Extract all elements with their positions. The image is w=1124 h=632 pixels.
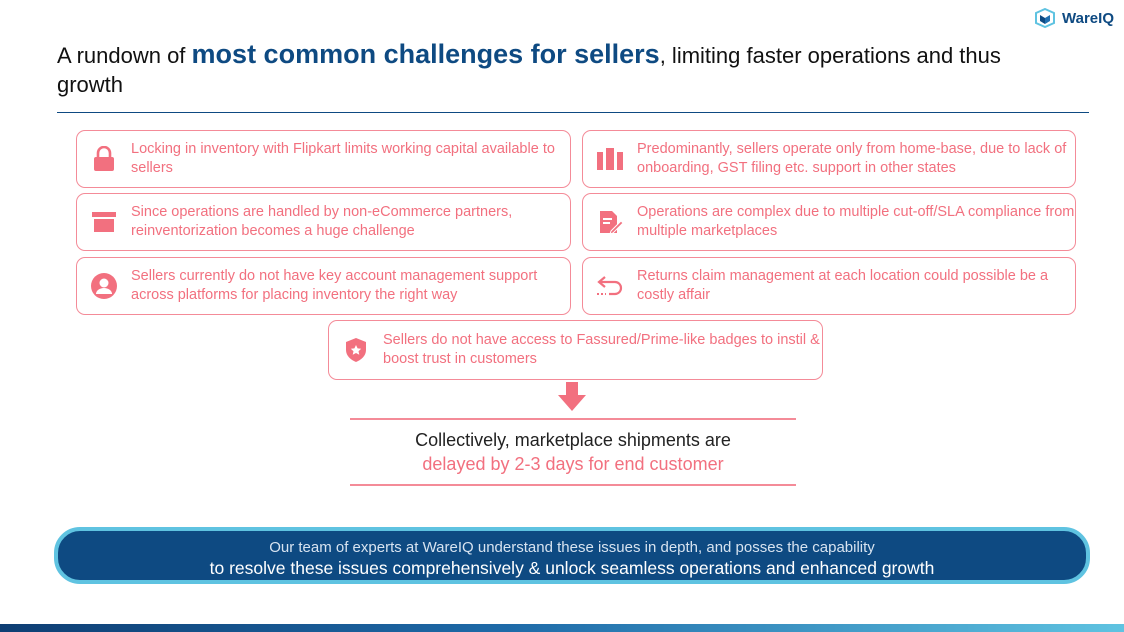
result-top-divider xyxy=(350,418,796,421)
result-line-1: Collectively, marketplace shipments are xyxy=(415,430,731,450)
archive-box-icon xyxy=(92,212,116,232)
challenge-text: Operations are complex due to multiple c… xyxy=(637,204,1075,239)
page-title: A rundown of most common challenges for … xyxy=(57,40,1067,99)
result-statement: Collectively, marketplace shipments are … xyxy=(350,428,796,476)
challenge-card-returns: Returns claim management at each locatio… xyxy=(582,257,1076,315)
user-account-icon xyxy=(91,273,117,299)
challenge-text: Predominantly, sellers operate only from… xyxy=(637,141,1067,176)
challenge-text: Sellers currently do not have key accoun… xyxy=(131,268,538,303)
edit-document-icon xyxy=(600,211,623,235)
title-prefix: A rundown of xyxy=(57,43,192,68)
home-base-icon xyxy=(597,148,623,170)
banner-line-1: Our team of experts at WareIQ understand… xyxy=(269,539,875,556)
challenge-card-key-account: Sellers currently do not have key accoun… xyxy=(76,257,571,315)
challenge-card-badges: Sellers do not have access to Fassured/P… xyxy=(328,320,823,380)
challenge-card-reinventorization: Since operations are handled by non-eCom… xyxy=(76,193,571,251)
return-arrow-icon xyxy=(597,276,623,296)
result-bottom-divider xyxy=(350,484,796,487)
challenge-card-inventory-lock: Locking in inventory with Flipkart limit… xyxy=(76,130,571,188)
title-suffix: , limiting faster operations and thus gr… xyxy=(57,43,1001,97)
down-arrow-icon xyxy=(556,382,588,416)
badge-shield-icon xyxy=(346,338,366,362)
title-highlight: most common challenges for sellers xyxy=(191,39,660,69)
result-line-2: delayed by 2-3 days for end customer xyxy=(422,454,724,474)
footer-bar xyxy=(0,624,1124,632)
challenge-text: Returns claim management at each locatio… xyxy=(637,268,1049,303)
challenge-text: Locking in inventory with Flipkart limit… xyxy=(131,141,555,176)
challenge-text: Since operations are handled by non-eCom… xyxy=(131,204,513,239)
conclusion-banner: Our team of experts at WareIQ understand… xyxy=(54,527,1090,584)
wareiq-logo: WareIQ xyxy=(1034,8,1114,28)
lock-icon xyxy=(94,146,114,171)
title-divider xyxy=(57,112,1089,113)
banner-line-2: to resolve these issues comprehensively … xyxy=(209,558,935,578)
challenge-text: Sellers do not have access to Fassured/P… xyxy=(383,332,820,367)
challenge-card-sla-compliance: Operations are complex due to multiple c… xyxy=(582,193,1076,251)
challenge-card-home-base: Predominantly, sellers operate only from… xyxy=(582,130,1076,188)
wareiq-logo-icon xyxy=(1035,8,1056,28)
logo-text: WareIQ xyxy=(1062,9,1114,27)
